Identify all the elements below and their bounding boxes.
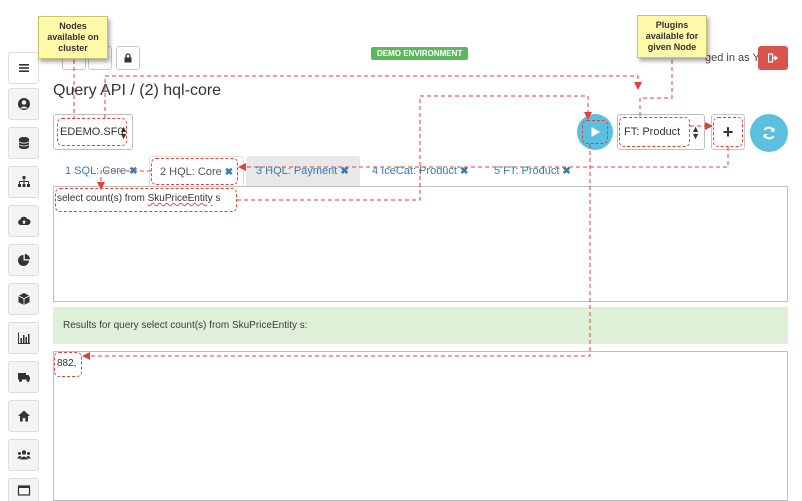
menu-icon <box>18 64 29 72</box>
results-banner: Results for query select count(s) from S… <box>53 307 788 344</box>
sidebar-item-user[interactable] <box>8 88 39 120</box>
sidebar-item-truck[interactable] <box>8 361 39 393</box>
refresh-icon <box>763 126 775 140</box>
database-icon <box>18 137 29 149</box>
highlight-query <box>55 188 237 212</box>
arrow-plugins-note <box>639 60 673 117</box>
tab-sql-core[interactable]: 1 SQL: Core✖ <box>55 156 148 187</box>
tab-label: 4 IceCat: Product <box>372 165 457 177</box>
tab-label: 1 SQL: Core <box>65 165 127 177</box>
select-arrows-icon: ▲▼ <box>119 124 128 141</box>
pie-chart-icon <box>17 254 30 266</box>
plugin-select[interactable]: FT: Product ▲▼ <box>617 114 705 150</box>
sidebar-item-home[interactable] <box>8 400 39 432</box>
page-title: Query API / (2) hql-core <box>53 82 222 99</box>
plus-icon: + <box>722 121 734 142</box>
sidebar-toggle-button[interactable] <box>8 52 39 84</box>
cloud-upload-icon <box>17 216 31 225</box>
sidebar-item-cube[interactable] <box>8 283 39 315</box>
node-select-value: EDEMO.SF0 <box>60 126 124 138</box>
sidebar-item-pie-chart[interactable] <box>8 244 39 276</box>
logout-button[interactable] <box>758 46 788 70</box>
logged-in-text: ged in as Yes <box>705 52 771 64</box>
play-icon <box>591 127 600 137</box>
sidebar-item-database[interactable] <box>8 127 39 159</box>
close-icon[interactable]: ✖ <box>562 166 571 177</box>
plugin-select-value: FT: Product <box>624 126 681 138</box>
highlight-tab <box>151 158 238 185</box>
users-icon <box>16 450 31 460</box>
sitemap-icon <box>17 176 30 187</box>
sidebar-item-sitemap[interactable] <box>8 166 39 198</box>
tab-label: 5 FT: Product <box>494 165 560 177</box>
highlight-run-button <box>582 120 608 144</box>
close-icon[interactable]: ✖ <box>340 166 349 177</box>
sidebar-item-bar-chart[interactable] <box>8 322 39 354</box>
tab-label: 3 HQL: Payment <box>256 165 338 177</box>
plugins-note: Plugins available for given Node <box>637 15 707 58</box>
results-value: 882, <box>57 358 77 369</box>
close-icon[interactable]: ✖ <box>129 166 138 177</box>
home-icon <box>17 410 30 422</box>
plugins-note-text: Plugins available for given Node <box>645 20 699 52</box>
results-output[interactable]: 882, <box>53 351 788 501</box>
sidebar-item-users[interactable] <box>8 439 39 471</box>
sidebar-item-cloud-upload[interactable] <box>8 205 39 237</box>
highlight-node-select <box>57 118 127 146</box>
lock-button[interactable] <box>116 46 140 70</box>
tab-ft-product[interactable]: 5 FT: Product✖ <box>484 156 581 187</box>
cube-icon <box>17 293 30 305</box>
truck-icon <box>17 373 30 382</box>
highlight-add-button <box>713 117 743 147</box>
demo-environment-badge: DEMO ENVIRONMENT <box>371 47 469 60</box>
sign-out-icon <box>767 53 778 63</box>
lock-icon <box>124 53 132 63</box>
window-icon <box>17 485 30 496</box>
refresh-button[interactable] <box>750 114 788 152</box>
close-icon[interactable]: ✖ <box>460 166 469 177</box>
tab-icecat-product[interactable]: 4 IceCat: Product✖ <box>362 156 478 187</box>
select-arrows-icon: ▲▼ <box>691 124 700 141</box>
user-icon <box>17 98 30 110</box>
highlight-result <box>54 352 82 377</box>
nodes-note: Nodes available on cluster <box>38 16 108 59</box>
tab-hql-payment[interactable]: 3 HQL: Payment✖ <box>246 156 360 187</box>
bar-chart-icon <box>17 332 30 344</box>
sidebar-item-window[interactable] <box>8 478 39 501</box>
highlight-plugin-select <box>619 117 690 147</box>
nodes-note-text: Nodes available on cluster <box>47 21 99 53</box>
